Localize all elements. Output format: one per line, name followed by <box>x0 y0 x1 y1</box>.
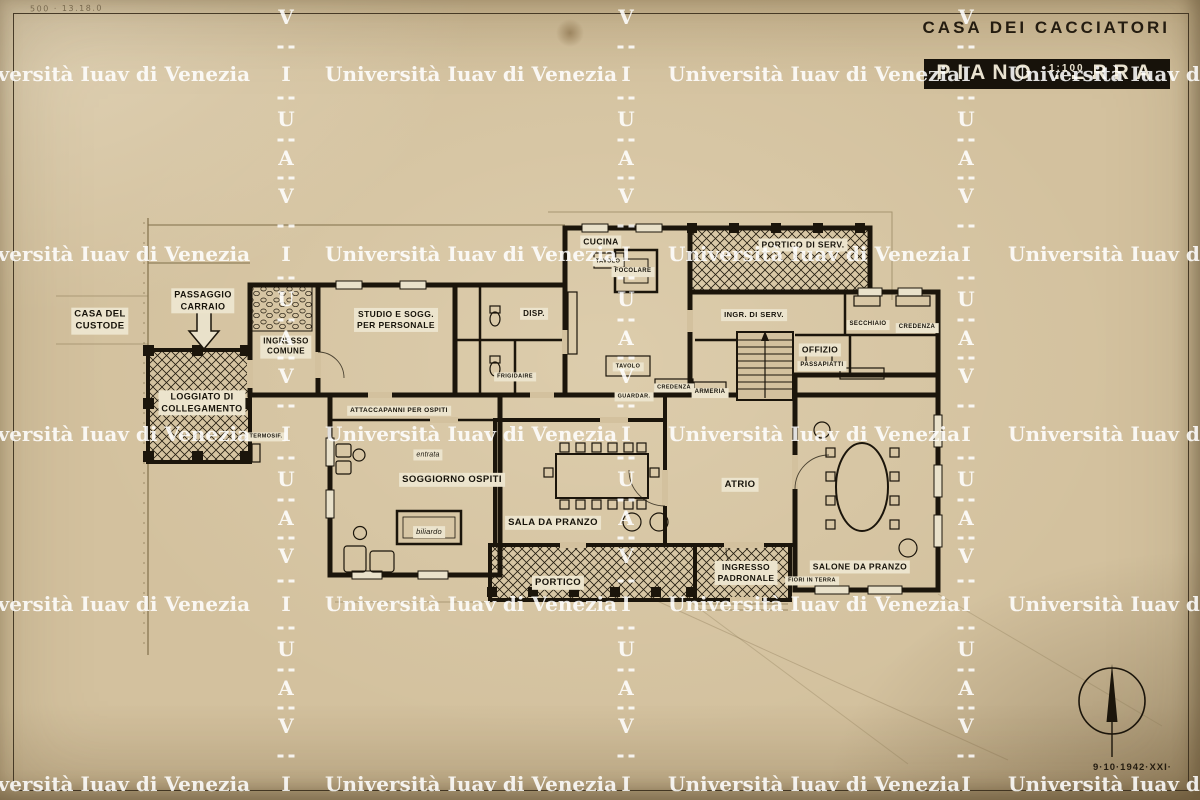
windows <box>325 223 943 595</box>
sheet-title: CASA DEI CACCIATORI <box>922 18 1170 37</box>
north-compass <box>1078 664 1146 757</box>
date-note: 9·10·1942·XXI· <box>1093 762 1172 773</box>
scale-label: 1:100 <box>1040 62 1094 75</box>
sheet-border-frame <box>13 13 1189 791</box>
driveway-arrow-icon <box>187 311 221 351</box>
furniture <box>251 248 931 573</box>
pencil-construction-lines <box>56 211 1163 765</box>
pencil-note: 500 · 13.18.0 <box>29 3 103 14</box>
staircase <box>736 331 794 401</box>
title-block: CASA DEI CACCIATORI PIANO TERRA <box>923 18 1170 89</box>
door-openings <box>247 310 798 603</box>
